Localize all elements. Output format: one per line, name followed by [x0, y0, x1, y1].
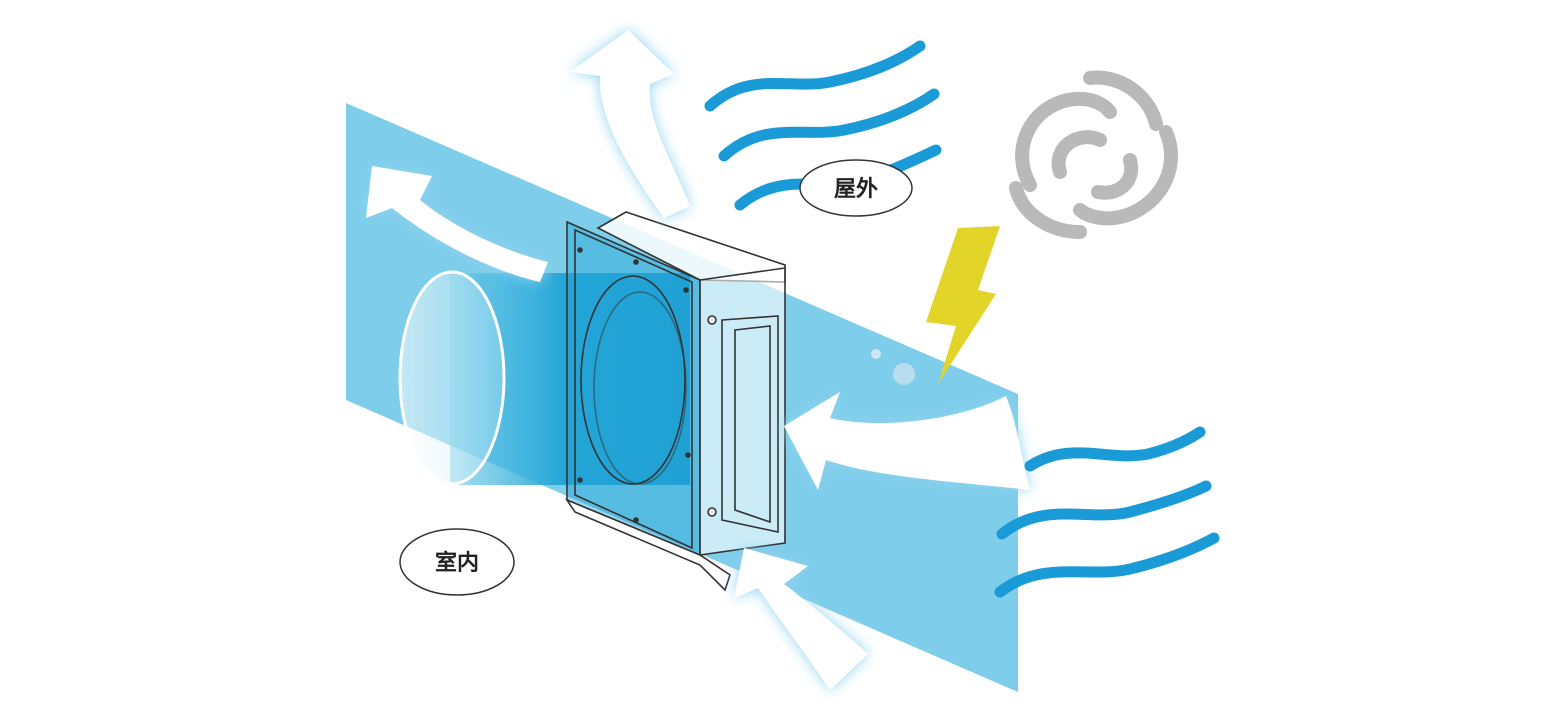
airflow-arrows: [366, 30, 1030, 690]
lightning-bolt-icon: [926, 226, 1000, 384]
typhoon-icon: [1009, 70, 1179, 239]
bubble: [893, 363, 915, 385]
arrow-incoming-right: [784, 392, 1030, 490]
outdoor-label: 屋外: [799, 159, 913, 217]
arrow-up-top: [570, 30, 690, 218]
wind-waves-lower: [994, 426, 1220, 598]
indoor-duct-pipe: [398, 270, 690, 486]
indoor-label-text: 室内: [435, 550, 479, 576]
arrow-upper-left: [366, 166, 548, 282]
arrow-incoming-bottom: [734, 548, 868, 690]
vent-unit: [564, 211, 786, 592]
indoor-label: 室内: [399, 528, 515, 596]
bubble: [871, 349, 881, 359]
outdoor-label-text: 屋外: [834, 176, 878, 202]
